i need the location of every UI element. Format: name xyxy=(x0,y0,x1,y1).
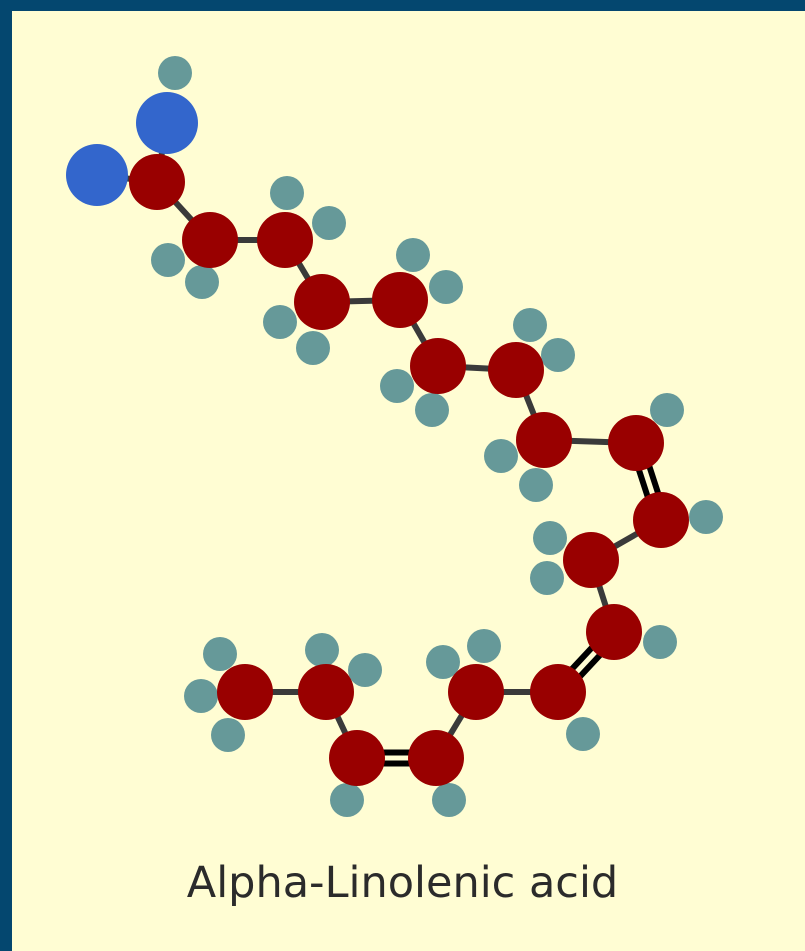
hydrogen-atom xyxy=(185,265,219,299)
hydrogen-atom xyxy=(533,521,567,555)
carbon-atom xyxy=(298,664,354,720)
carbon-atom xyxy=(586,604,642,660)
hydrogen-atom xyxy=(211,718,245,752)
heavy-atom-layer xyxy=(66,92,689,786)
hydrogen-atom xyxy=(348,653,382,687)
hydrogen-atom xyxy=(305,633,339,667)
hydrogen-atom xyxy=(184,679,218,713)
hydrogen-atom xyxy=(530,561,564,595)
carbon-atom xyxy=(217,664,273,720)
oxygen-atom xyxy=(136,92,198,154)
hydrogen-atom xyxy=(158,56,192,90)
carbon-atom xyxy=(633,492,689,548)
hydrogen-atom xyxy=(396,238,430,272)
carbon-atom xyxy=(257,212,313,268)
carbon-atom xyxy=(608,415,664,471)
hydrogen-atom xyxy=(380,369,414,403)
carbon-atom xyxy=(408,730,464,786)
hydrogen-atom xyxy=(467,629,501,663)
hydrogen-atom xyxy=(513,308,547,342)
hydrogen-atom xyxy=(432,783,466,817)
hydrogen-atom xyxy=(429,270,463,304)
hydrogen-atom xyxy=(312,206,346,240)
carbon-atom xyxy=(294,274,350,330)
oxygen-atom xyxy=(66,144,128,206)
hydrogen-atom xyxy=(426,645,460,679)
hydrogen-atom xyxy=(270,176,304,210)
hydrogen-atom xyxy=(519,468,553,502)
carbon-atom xyxy=(372,272,428,328)
hydrogen-atom xyxy=(151,243,185,277)
carbon-atom xyxy=(329,730,385,786)
hydrogen-atom xyxy=(650,393,684,427)
hydrogen-atom xyxy=(203,637,237,671)
hydrogen-atom xyxy=(541,338,575,372)
carbon-atom xyxy=(488,342,544,398)
hydrogen-layer xyxy=(151,56,723,817)
hydrogen-atom xyxy=(689,500,723,534)
hydrogen-atom xyxy=(415,393,449,427)
molecule-name-caption: Alpha-Linolenic acid xyxy=(186,858,619,908)
hydrogen-atom xyxy=(566,717,600,751)
carbon-atom xyxy=(182,212,238,268)
hydrogen-atom xyxy=(263,305,297,339)
hydrogen-atom xyxy=(484,439,518,473)
carbon-atom xyxy=(516,412,572,468)
carbon-atom xyxy=(129,154,185,210)
hydrogen-atom xyxy=(643,625,677,659)
hydrogen-atom xyxy=(296,331,330,365)
carbon-atom xyxy=(448,664,504,720)
carbon-atom xyxy=(530,664,586,720)
carbon-atom xyxy=(563,532,619,588)
hydrogen-atom xyxy=(330,783,364,817)
carbon-atom xyxy=(410,338,466,394)
